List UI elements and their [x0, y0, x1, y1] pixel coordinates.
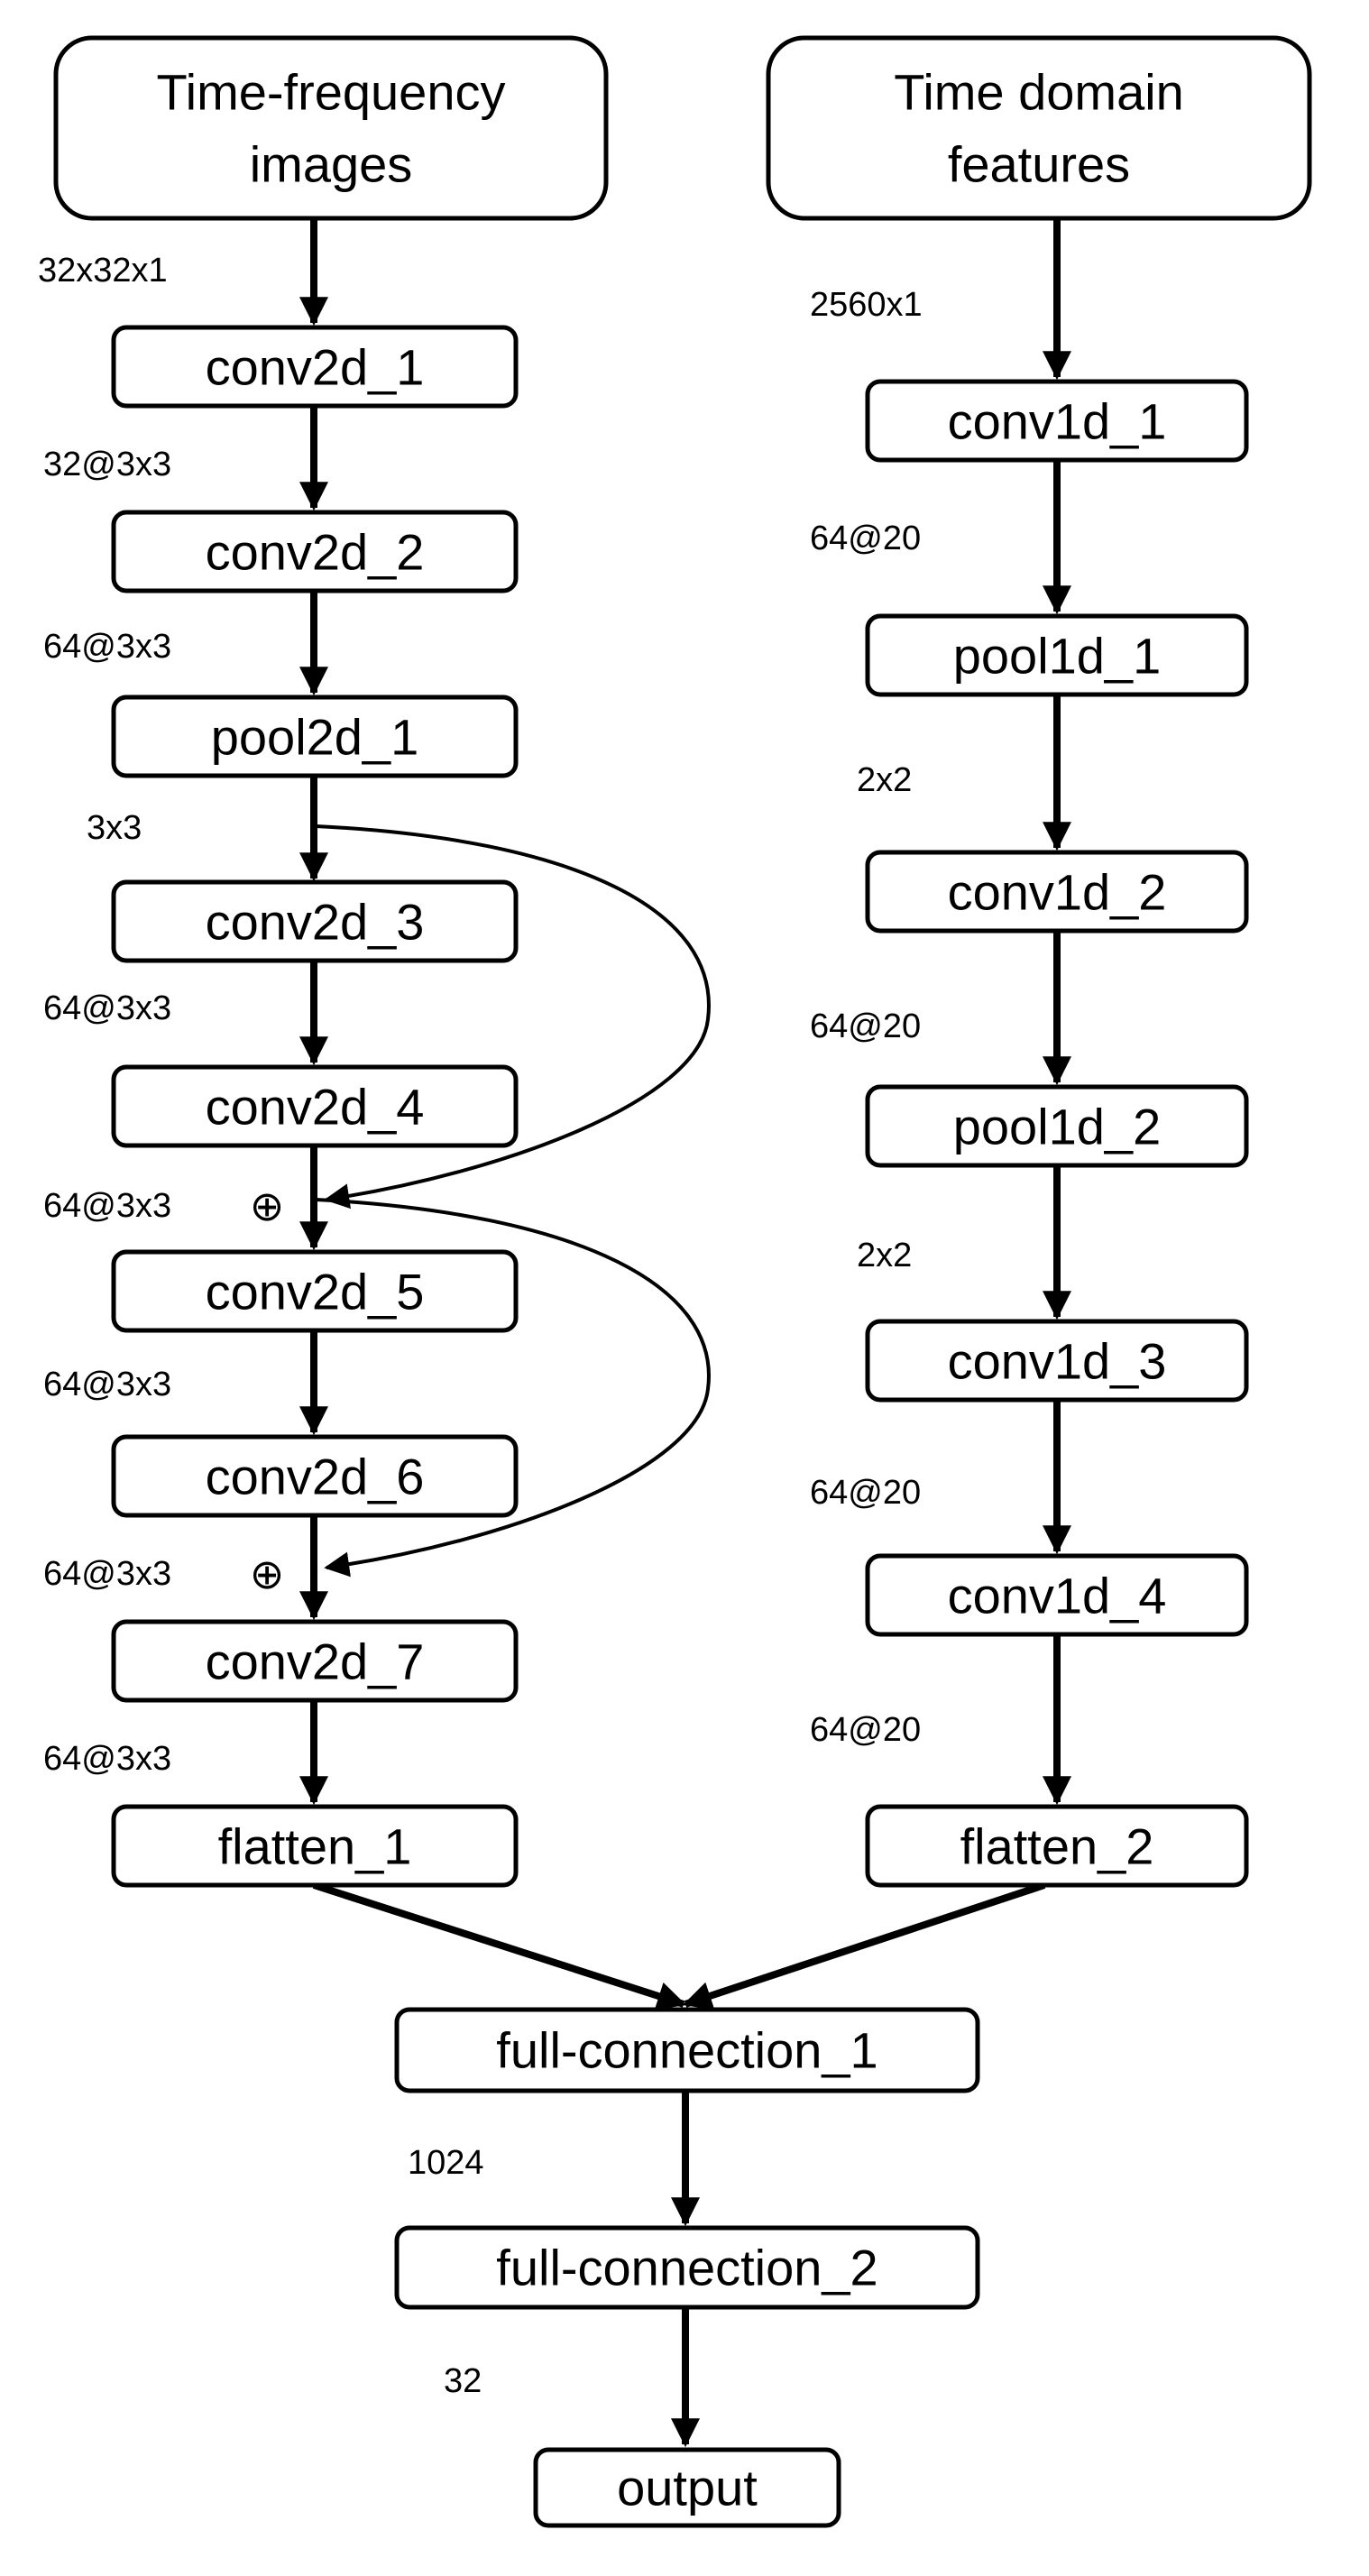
input-right-title-line2: features: [948, 136, 1130, 193]
node-flatten-2: flatten_2: [865, 1804, 1249, 1888]
edge-flatten-1-to-fc-1: [312, 1881, 687, 2010]
dim-label-left-3: 64@3x3: [43, 628, 171, 666]
dim-label-left-2: 32@3x3: [43, 446, 171, 483]
node-conv1d-2-label: conv1d_2: [948, 864, 1167, 921]
dim-label-right-5: 2x2: [857, 1237, 912, 1274]
input-time-frequency-images: Time-frequency images: [53, 35, 609, 221]
node-full-connection-1-label: full-connection_1: [496, 2022, 877, 2079]
node-conv2d-1: conv2d_1: [111, 325, 519, 409]
node-full-connection-2: full-connection_2: [394, 2225, 980, 2310]
node-flatten-2-label: flatten_2: [960, 1818, 1154, 1875]
dim-label-right-3: 2x2: [857, 761, 912, 799]
input-left-title-line2: images: [250, 136, 413, 193]
node-conv2d-3-label: conv2d_3: [206, 894, 425, 951]
node-pool1d-1: pool1d_1: [865, 613, 1249, 697]
dim-label-right-6: 64@20: [810, 1474, 921, 1512]
node-conv2d-7-label: conv2d_7: [206, 1633, 425, 1690]
node-flatten-1: flatten_1: [111, 1804, 519, 1888]
dim-label-head-1: 1024: [408, 2144, 484, 2182]
add-symbol-2: ⊕: [250, 1550, 285, 1598]
node-flatten-1-label: flatten_1: [218, 1818, 412, 1875]
node-full-connection-2-label: full-connection_2: [496, 2240, 877, 2296]
node-full-connection-1: full-connection_1: [394, 2007, 980, 2093]
dim-label-left-9: 64@3x3: [43, 1740, 171, 1778]
node-conv1d-3: conv1d_3: [865, 1319, 1249, 1403]
dim-label-left-8: 64@3x3: [43, 1555, 171, 1593]
dim-label-left-7: 64@3x3: [43, 1366, 171, 1403]
node-conv1d-1: conv1d_1: [865, 379, 1249, 463]
skip-connection-1: [315, 824, 711, 1210]
node-pool1d-1-label: pool1d_1: [953, 628, 1161, 685]
node-conv2d-3: conv2d_3: [111, 879, 519, 963]
input-right-title-line1: Time domain: [894, 64, 1184, 121]
node-pool2d-1-label: pool2d_1: [211, 709, 418, 766]
dim-label-left-5: 64@3x3: [43, 989, 171, 1027]
node-conv2d-5: conv2d_5: [111, 1249, 519, 1333]
node-conv2d-6-label: conv2d_6: [206, 1449, 425, 1505]
dim-label-head-2: 32: [444, 2362, 482, 2400]
node-pool1d-2-label: pool1d_2: [953, 1099, 1161, 1155]
node-conv1d-4: conv1d_4: [865, 1553, 1249, 1637]
node-conv1d-4-label: conv1d_4: [948, 1568, 1167, 1624]
node-conv2d-6: conv2d_6: [111, 1434, 519, 1518]
dim-label-left-6: 64@3x3: [43, 1187, 171, 1225]
dim-label-right-2: 64@20: [810, 520, 921, 557]
node-pool1d-2: pool1d_2: [865, 1084, 1249, 1168]
node-output: output: [533, 2447, 841, 2528]
node-conv2d-2: conv2d_2: [111, 510, 519, 593]
node-conv2d-2-label: conv2d_2: [206, 524, 425, 581]
node-conv2d-4-label: conv2d_4: [206, 1079, 425, 1136]
input-left-title-line1: Time-frequency: [157, 64, 506, 121]
dim-label-left-4: 3x3: [87, 809, 142, 847]
node-conv1d-3-label: conv1d_3: [948, 1333, 1167, 1390]
dim-label-right-4: 64@20: [810, 1007, 921, 1045]
node-conv2d-1-label: conv2d_1: [206, 339, 425, 396]
node-conv2d-4: conv2d_4: [111, 1064, 519, 1148]
node-conv1d-1-label: conv1d_1: [948, 393, 1167, 450]
dim-label-right-1: 2560x1: [810, 286, 923, 324]
node-conv1d-2: conv1d_2: [865, 850, 1249, 934]
edge-flatten-2-to-fc-1: [682, 1881, 1046, 2010]
node-output-label: output: [617, 2460, 758, 2516]
node-conv2d-5-label: conv2d_5: [206, 1264, 425, 1320]
node-conv2d-7: conv2d_7: [111, 1619, 519, 1703]
dim-label-left-1: 32x32x1: [38, 252, 168, 290]
skip-connection-2: [315, 1198, 711, 1578]
add-symbol-1: ⊕: [250, 1182, 285, 1230]
dim-label-right-7: 64@20: [810, 1711, 921, 1749]
node-pool2d-1: pool2d_1: [111, 695, 519, 778]
input-time-domain-features: Time domain features: [766, 35, 1312, 221]
